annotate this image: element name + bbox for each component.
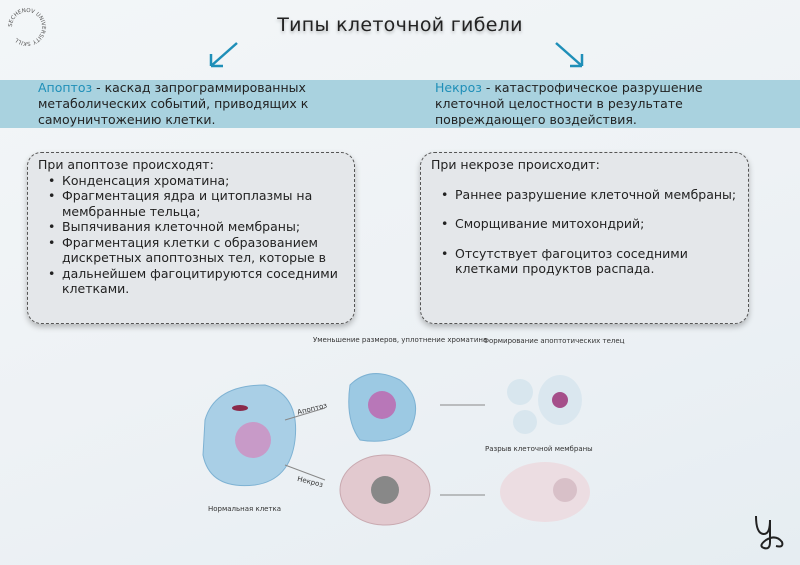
necrosis-box: При некрозе происходит: Раннее разрушени…	[420, 152, 749, 324]
list-item: Сморщивание митохондрий;	[441, 216, 738, 232]
ruptured-cell	[500, 462, 590, 522]
apoptosis-box-heading: При апоптозе происходят:	[38, 157, 214, 172]
apoptotic-bodies	[507, 375, 582, 434]
definition-band	[0, 80, 800, 128]
caption-bodies: Формирование апоптотических телец	[483, 337, 625, 345]
university-seal: SECHENOV UNIVERSITY SKILL	[6, 6, 48, 52]
arrow-down-left-icon	[209, 42, 238, 68]
arrow-down-right-icon	[555, 42, 584, 68]
stage-arrows	[440, 404, 485, 496]
necrosis-definition: Некроз - катастрофическое разрушение кле…	[435, 80, 755, 128]
list-item: Конденсация хроматина;	[48, 173, 344, 189]
list-item: Фрагментация клетки с образованием дискр…	[48, 235, 344, 266]
apoptosis-box: При апоптозе происходят: Конденсация хро…	[27, 152, 355, 324]
normal-cell	[202, 384, 297, 487]
list-item: Выпячивания клеточной мембраны;	[48, 219, 344, 235]
apoptosis-definition: Апоптоз - каскад запрограммированных мет…	[38, 80, 368, 128]
page-title: Типы клеточной гибели	[277, 14, 523, 36]
list-item: Раннее разрушение клеточной мембраны;	[441, 187, 738, 203]
necrosis-definition-text: - катастрофическое разрушение клеточной …	[435, 80, 703, 127]
caption-shrink: Уменьшение размеров, уплотнение хроматин…	[313, 336, 488, 344]
list-item: Фрагментация ядра и цитоплазмы на мембра…	[48, 188, 344, 219]
cell-death-illustration	[202, 373, 590, 526]
necrosis-box-heading: При некрозе происходит:	[431, 157, 600, 172]
list-item: Отсутствует фагоцитоз соседними клетками…	[441, 246, 738, 277]
apoptosis-definition-text: - каскад запрограммированных метаболичес…	[38, 80, 309, 127]
necrotic-cell	[339, 454, 431, 526]
logo-icon	[755, 515, 784, 550]
caption-normal-cell: Нормальная клетка	[208, 505, 282, 513]
apoptosis-term: Апоптоз	[38, 80, 93, 95]
apoptotic-cell	[348, 373, 417, 442]
necrosis-term: Некроз	[435, 80, 482, 95]
caption-rupture: Разрыв клеточной мембраны	[485, 445, 593, 453]
list-item: дальнейшем фагоцитируются соседними клет…	[48, 266, 344, 297]
pathway-arrows	[284, 407, 326, 481]
